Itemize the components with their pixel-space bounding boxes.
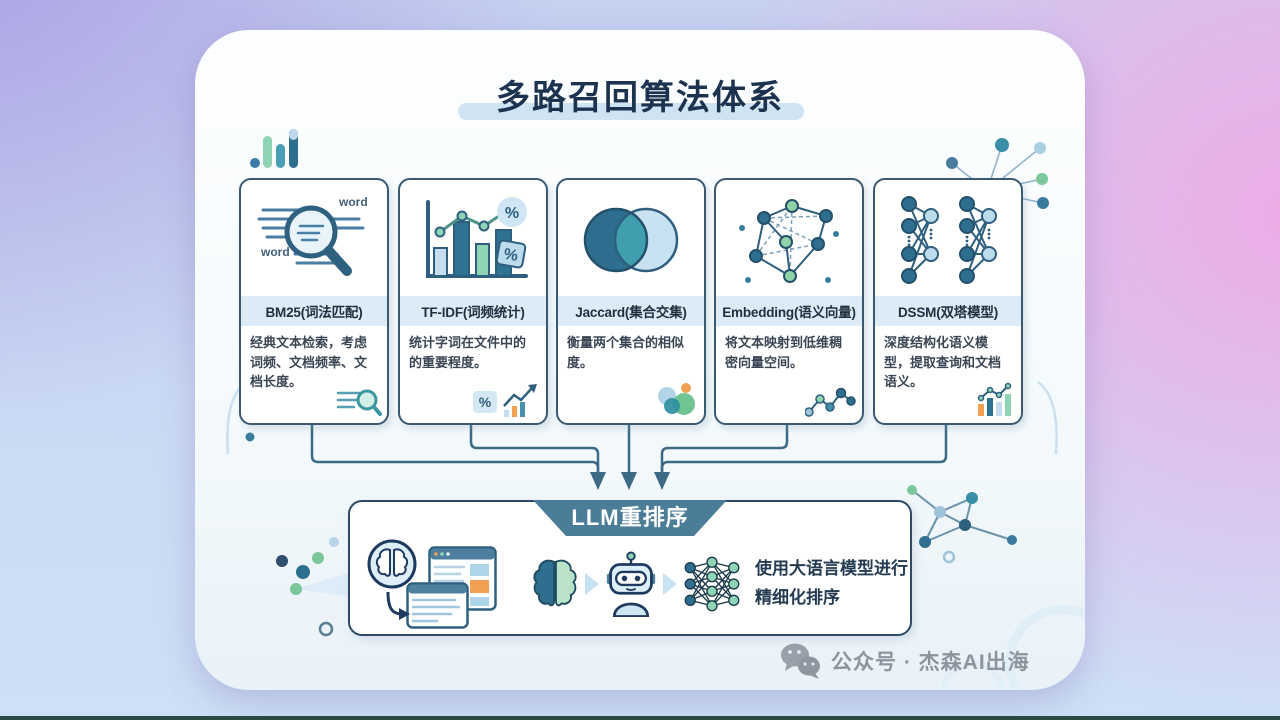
bar-chart-percent-icon: % % xyxy=(426,197,528,278)
card-title: Jaccard(集合交集) xyxy=(558,296,704,326)
mini-bars-trend-icon xyxy=(977,382,1012,416)
card-dssm: DSSM(双塔模型) 深度结构化语义模型，提取查询和文档语义。 xyxy=(873,178,1023,425)
card-desc-text: 经典文本检索，考虑词频、文档频率、文档长度。 xyxy=(250,335,368,389)
wechat-icon xyxy=(781,643,820,679)
decor-ring-large xyxy=(1005,605,1085,690)
svg-text:word: word xyxy=(338,195,368,209)
bottom-edge xyxy=(0,716,1280,720)
card-title: BM25(词法匹配) xyxy=(241,296,387,326)
card-tfidf: % % TF-IDF(词频统计) 统计字词在文件中的的重要程度。 % xyxy=(398,178,548,425)
card-title: Embedding(语义向量) xyxy=(716,296,862,326)
card-title: TF-IDF(词频统计) xyxy=(400,296,546,326)
curved-arrow-icon xyxy=(386,591,410,620)
watermark-text: 公众号 · 杰森AI出海 xyxy=(831,651,1030,674)
llm-description: 使用大语言模型进行 精细化排序 xyxy=(755,555,908,613)
svg-text:%: % xyxy=(479,394,492,410)
llm-rerank-box: LLM重排序 xyxy=(348,500,912,636)
neural-network-icon xyxy=(684,556,740,612)
mini-search-icon xyxy=(336,389,382,416)
llm-description-line2: 精细化排序 xyxy=(755,588,840,607)
card-bm25: word word BM25(词法匹配) 经典文本检索，考虑词频、文档频率、文档… xyxy=(239,178,389,425)
dots-cluster-decor xyxy=(276,537,365,637)
mini-bubbles-icon xyxy=(658,383,695,415)
llm-rerank-banner: LLM重排序 xyxy=(533,500,727,536)
venn-diagram-icon xyxy=(583,207,679,273)
right-curve-decor xyxy=(1037,380,1058,455)
mini-zigzag-icon xyxy=(805,387,856,417)
card-jaccard: Jaccard(集合交集) 衡量两个集合的相似度。 xyxy=(556,178,706,425)
chevron-right-icon xyxy=(663,573,677,595)
card-title: DSSM(双塔模型) xyxy=(875,296,1021,326)
vector-graph-icon xyxy=(739,199,839,283)
card-desc-text: 将文本映射到低维稠密向量空间。 xyxy=(725,335,843,370)
card-desc-text: 统计字词在文件中的的重要程度。 xyxy=(409,335,527,370)
twin-tower-icon xyxy=(901,196,997,284)
brain-icon xyxy=(533,559,577,607)
svg-text:%: % xyxy=(502,246,519,265)
llm-description-line1: 使用大语言模型进行 xyxy=(755,559,908,579)
mini-trend-percent-icon: % xyxy=(473,384,537,417)
card-desc-text: 深度结构化语义模型，提取查询和文档语义。 xyxy=(884,335,1002,389)
page-title: 多路召回算法体系 xyxy=(496,79,784,117)
card-desc-text: 衡量两个集合的相似度。 xyxy=(567,335,685,370)
svg-text:%: % xyxy=(505,205,519,222)
svg-text:word: word xyxy=(260,245,290,259)
robot-icon xyxy=(606,551,656,617)
retrieval-illustration xyxy=(366,538,531,630)
chevron-right-icon xyxy=(585,573,599,595)
watermark: 公众号 · 杰森AI出海 xyxy=(780,642,1030,680)
bars-decor-icon xyxy=(250,129,298,168)
title-highlight-bar xyxy=(458,103,804,120)
browser-window-front-icon xyxy=(406,582,469,629)
network-decor-right xyxy=(907,485,1017,564)
brain-circle-icon xyxy=(367,539,417,589)
magnifier-document-icon: word word xyxy=(257,195,368,276)
card-embedding: Embedding(语义向量) 将文本映射到低维稠密向量空间。 xyxy=(714,178,864,425)
